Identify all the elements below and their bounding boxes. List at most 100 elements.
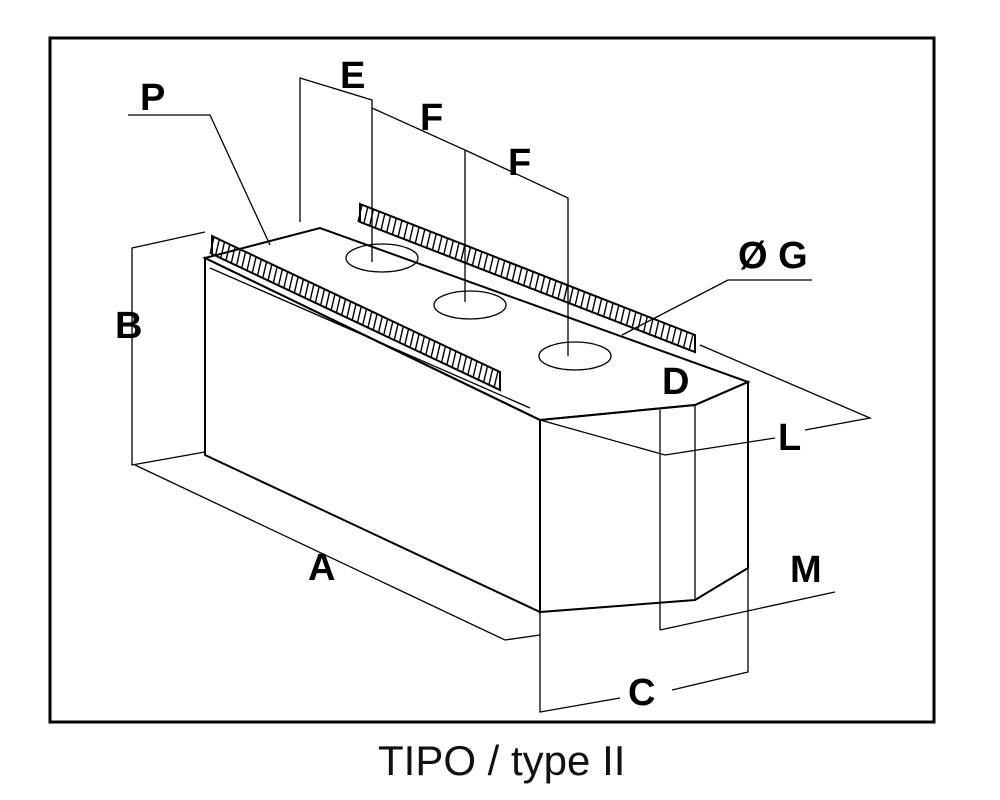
serration-tooth [659,322,666,341]
serration-tooth [374,211,380,229]
serration-tooth [456,353,462,371]
serration-tooth [528,271,534,289]
dimension-lines [128,77,873,713]
serration-tooth [214,239,220,257]
serration-tooth [246,254,252,272]
label-P: P [140,77,165,119]
serration-tooth [431,233,437,252]
serration-tooth [688,333,694,352]
serration-tooth [574,289,580,307]
serration-tooth [363,207,369,225]
serration-tooth [631,311,637,329]
serration-tooth [309,283,315,302]
serration-tooth [419,336,426,354]
label-F-1: F [420,97,443,139]
serration-tooth [625,309,631,327]
serration-tooth [636,313,643,332]
serration-tooth [562,284,569,303]
serration-tooth [256,259,263,277]
serration-tooth [482,365,489,384]
serration-tooth [335,296,341,314]
serration-tooth [551,280,557,298]
serration-tooth [288,274,294,292]
serration-tooth [382,318,389,337]
serration-tooth [277,269,284,287]
serration-tooth [522,269,529,287]
serration-tooth [293,276,299,294]
serration-tooth [319,288,326,307]
serration-tooth [414,333,420,351]
serration-tooth [261,261,268,279]
serration-tooth [398,326,405,344]
serration-tooth [282,271,289,289]
serration-tooth [671,327,677,345]
serration-tooth [372,313,378,332]
serration-tooth [380,213,386,232]
serration-tooth [545,278,552,296]
serration-tooth [361,308,368,327]
bolt-hole-1 [345,243,419,273]
serration-back [357,202,696,354]
serration-tooth [445,348,452,366]
serration-tooth [440,346,447,364]
serration-tooth [397,220,403,238]
serration-tooth [267,264,273,282]
serration-tooth [648,318,654,336]
serration-tooth [235,249,241,267]
serration-tooth [477,363,483,381]
serration-tooth [517,267,523,285]
serration-tooth [448,240,454,258]
serration-tooth [591,296,597,314]
serration-tooth [356,306,362,324]
serration-tooth [585,293,591,312]
serration-tooth [579,291,586,309]
serration-tooth [597,298,603,316]
bolt-hole-2 [433,290,507,320]
serration-tooth [539,276,546,294]
serration-tooth [493,370,499,389]
serration-tooth [409,331,415,349]
serration-tooth [465,247,472,265]
serration-tooth [534,273,540,292]
serration-tooth [654,320,660,338]
serration-tooth [472,360,478,379]
serration-tooth [393,323,399,342]
serration-tooth [298,279,305,297]
serration-tooth [209,236,215,255]
serration-tooth [461,355,468,374]
serration-tooth [388,321,394,339]
serration-tooth [346,301,352,319]
serration-tooth [676,329,683,347]
label-F-2: F [508,142,531,184]
serration-tooth [442,238,449,256]
label-B: B [115,305,142,347]
serration-tooth [251,256,257,275]
serration-tooth [314,286,320,304]
serration-tooth [477,251,483,269]
serration-front [209,234,501,392]
serration-tooth [454,242,460,260]
label-A: A [308,547,335,589]
serration-tooth [408,224,415,243]
diagram-frame [48,36,936,724]
jaw-end-face [539,380,749,614]
serration-tooth [488,255,494,274]
label-E: E [340,55,365,97]
serration-tooth [402,222,409,240]
serration-tooth [430,341,436,359]
serration-tooth [499,260,506,278]
serration-tooth [367,311,373,329]
serration-tooth [460,244,466,263]
label-L: L [778,417,801,459]
serration-tooth [494,258,500,276]
serration-tooth [602,300,609,318]
serration-tooth [437,235,443,254]
label-C: C [628,672,655,714]
label-D: D [662,361,689,403]
serration-tooth [682,331,688,349]
serration-tooth [357,204,363,223]
serration-tooth [219,241,226,260]
serration-tooth [391,218,397,236]
serration-tooth [642,316,649,334]
